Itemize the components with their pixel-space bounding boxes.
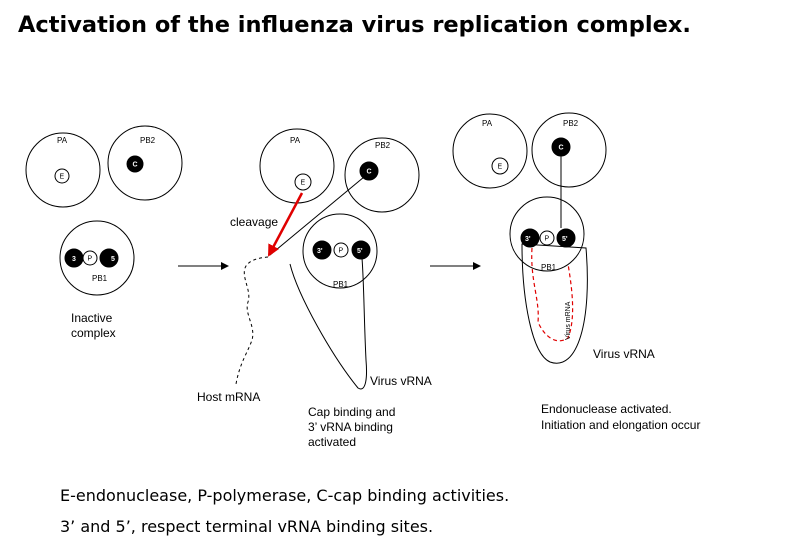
panel-activated: PA E PB2 C 3' P 5' PB1 Virus mRNA Virus … [452, 112, 700, 432]
pb1-subunit [302, 213, 378, 289]
panel-cap-binding: PA E PB2 C cleavage Host mRNA 3' P 5' PB… [197, 128, 432, 449]
vrna-5-site [556, 228, 576, 248]
vrna-3-site [520, 228, 540, 248]
vrna-loop [289, 257, 367, 390]
vrna-3-site [312, 240, 332, 260]
pa-label: PA [57, 136, 68, 145]
cleavage-arrow [267, 192, 304, 257]
endonuclease-site-label: E [301, 180, 306, 187]
vrna-3-label: 3' [317, 248, 323, 255]
polymerase-site-label: P [339, 248, 344, 255]
cap-binding-caption-line2: 3’ vRNA binding [308, 420, 393, 434]
endonuclease-site-label: E [498, 164, 503, 171]
cap-link-line [269, 176, 365, 256]
endonuclease-site [491, 157, 509, 175]
pb2-subunit [344, 137, 420, 213]
inactive-caption-line2: complex [71, 326, 116, 340]
endonuclease-site-label: E [60, 174, 65, 181]
vrna-5-site [99, 248, 119, 268]
polymerase-site [539, 230, 555, 246]
endonuclease-site [54, 168, 70, 184]
polymerase-site [82, 250, 98, 266]
cap-binding-site-label: C [367, 169, 372, 176]
pb1-label: PB1 [333, 280, 349, 289]
pb1-subunit [59, 220, 135, 296]
polymerase-site-label: P [88, 256, 93, 263]
virus-vrna-label: Virus vRNA [370, 374, 432, 388]
virus-vrna-label: Virus vRNA [593, 347, 655, 361]
panel-inactive: PA E PB2 C 3 P 5 PB1 Inactive complex [25, 125, 183, 340]
cap-binding-site-label: C [133, 162, 138, 169]
pa-subunit [452, 113, 528, 189]
vrna-loop [521, 243, 588, 364]
cap-binding-site [126, 155, 144, 173]
cap-binding-caption-line3: activated [308, 435, 356, 449]
pa-label: PA [290, 136, 301, 145]
pb2-label: PB2 [563, 119, 579, 128]
pb2-subunit [531, 112, 607, 188]
pa-subunit [25, 132, 101, 208]
vrna-5-label: 5' [562, 236, 568, 243]
pb2-subunit [107, 125, 183, 201]
vrna-3-label: 3 [72, 256, 76, 263]
legend-line1: E-endonuclease, P-polymerase, C-cap bind… [60, 486, 509, 505]
vrna-5-site [351, 240, 371, 260]
pb1-label: PB1 [92, 274, 108, 283]
pb2-label: PB2 [140, 136, 156, 145]
cap-binding-site-label: C [559, 145, 564, 152]
cleavage-label: cleavage [230, 215, 278, 229]
pb1-label: PB1 [541, 263, 557, 272]
endonuclease-site [294, 173, 312, 191]
activated-caption-line1: Endonuclease activated. [541, 402, 672, 416]
cap-binding-caption-line1: Cap binding and [308, 405, 395, 419]
vrna-5-label: 5' [357, 248, 363, 255]
pb1-subunit [509, 196, 585, 272]
legend-line2: 3’ and 5’, respect terminal vRNA binding… [60, 517, 433, 536]
host-mrna-label: Host mRNA [197, 390, 260, 404]
host-mrna-strand [235, 256, 269, 385]
pb2-label: PB2 [375, 141, 391, 150]
activated-caption-line2: Initiation and elongation occur [541, 418, 700, 432]
inactive-caption-line1: Inactive [71, 311, 113, 325]
page-title: Activation of the influenza virus replic… [18, 12, 691, 38]
vrna-5-label: 5 [111, 256, 115, 263]
polymerase-site [333, 242, 349, 258]
virus-mrna-label: Virus mRNA [565, 301, 572, 340]
cap-binding-site [359, 161, 379, 181]
polymerase-site-label: P [545, 236, 550, 243]
vrna-3-label: 3' [525, 236, 531, 243]
pa-label: PA [482, 119, 493, 128]
